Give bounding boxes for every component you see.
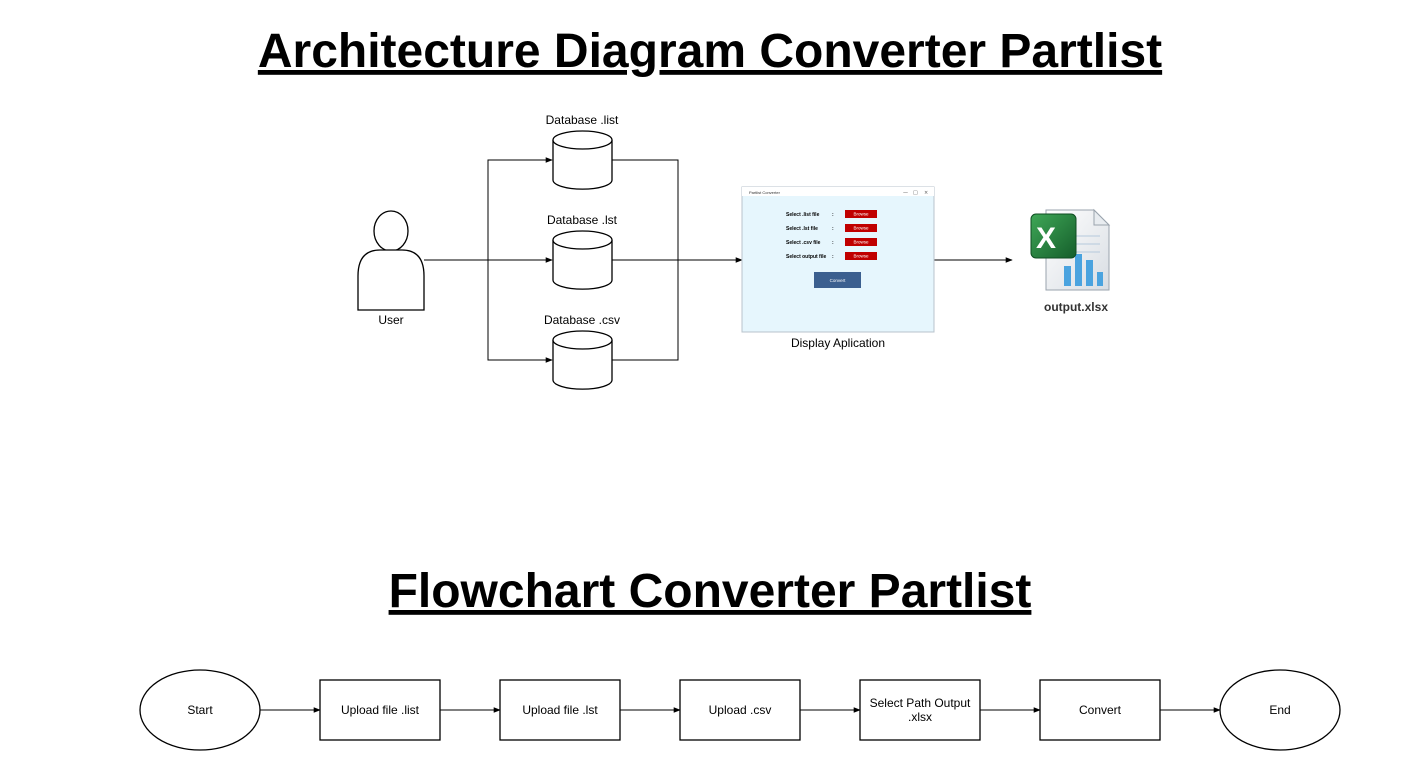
- connector-lines: [424, 157, 1013, 363]
- database-list-icon: [552, 130, 613, 190]
- app-browse-lst: Browse: [853, 226, 869, 231]
- flow-step-convert: Convert: [1039, 679, 1161, 741]
- app-row-list-label: Select .list file: [786, 212, 820, 218]
- database-lst-label: Database .lst: [547, 213, 618, 227]
- flow-end-label: End: [1269, 703, 1290, 717]
- user-label: User: [378, 313, 403, 327]
- flow-start-node: Start: [139, 669, 261, 751]
- database-csv-label: Database .csv: [544, 313, 620, 327]
- app-row-csv-label: Select .csv file: [786, 240, 821, 246]
- app-window-title: Partlist Converter: [749, 190, 781, 195]
- database-lst-icon: [552, 230, 613, 290]
- app-convert-button: Convert: [830, 278, 847, 283]
- app-window-minimize: —: [903, 190, 908, 196]
- flow-end-node: End: [1219, 669, 1341, 751]
- app-window: Partlist Converter — □ × Select .list fi…: [741, 186, 935, 333]
- flow-step-upload-lst: Upload file .lst: [499, 679, 621, 741]
- app-row-list-sep: :: [832, 212, 834, 218]
- flowchart-title: Flowchart Converter Partlist: [389, 565, 1032, 618]
- architecture-title: Architecture Diagram Converter Partlist: [258, 25, 1162, 78]
- flow-start-label: Start: [187, 703, 213, 717]
- app-browse-output: Browse: [853, 254, 869, 259]
- flow-step-label: Upload file .list: [341, 703, 420, 717]
- database-csv-icon: [552, 330, 613, 390]
- app-browse-csv: Browse: [853, 240, 869, 245]
- app-row-output-sep: :: [832, 254, 834, 260]
- app-row-csv-sep: :: [832, 240, 834, 246]
- app-window-maximize: □: [913, 190, 918, 196]
- user-icon: [357, 210, 425, 311]
- app-window-close: ×: [924, 190, 928, 196]
- flow-step-label: Select Path Output: [870, 696, 971, 710]
- excel-file-icon: X: [1030, 208, 1111, 291]
- flow-step-label: Upload .csv: [709, 703, 772, 717]
- flow-step-upload-list: Upload file .list: [319, 679, 441, 741]
- output-file-label: output.xlsx: [1044, 300, 1108, 314]
- app-row-lst-label: Select .lst file: [786, 226, 818, 232]
- flow-step-label: Convert: [1079, 703, 1122, 717]
- app-browse-list: Browse: [853, 212, 869, 217]
- flow-step-label-line2: .xlsx: [908, 710, 932, 724]
- flow-step-label: Upload file .lst: [522, 703, 598, 717]
- app-row-output-label: Select output file: [786, 254, 827, 260]
- excel-x-glyph: X: [1036, 222, 1056, 255]
- flow-step-select-output: Select Path Output .xlsx: [859, 679, 981, 741]
- app-row-lst-sep: :: [832, 226, 834, 232]
- flow-step-upload-csv: Upload .csv: [679, 679, 801, 741]
- app-label: Display Aplication: [791, 336, 885, 350]
- database-list-label: Database .list: [546, 113, 619, 127]
